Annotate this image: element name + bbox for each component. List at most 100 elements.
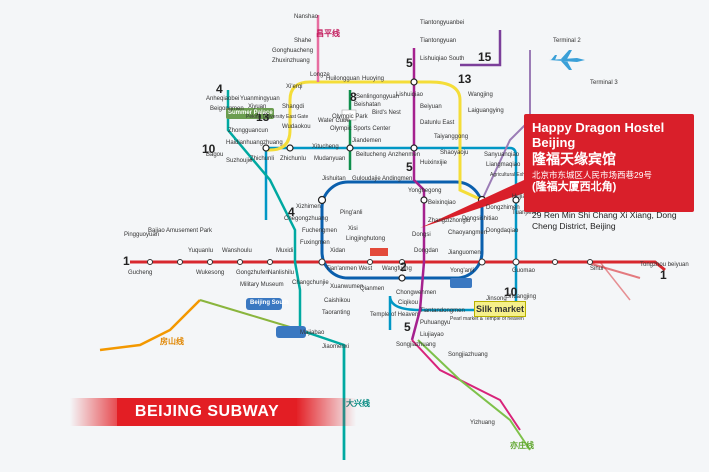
station-taiyanggong: Taiyanggong xyxy=(434,134,469,140)
station-gonghuacheng: Gonghuacheng xyxy=(272,48,314,54)
silk-market-callout: Silk market xyxy=(474,301,526,317)
station-wangjing: Wangjing xyxy=(468,92,493,98)
station-dongsi: Dongsi xyxy=(412,232,431,238)
station-yuanmingyuan: Yuanmingyuan xyxy=(240,96,280,102)
summer-palace-box xyxy=(226,108,274,119)
hostel-address-cn: 北京市东城区人民市场西巷29号 xyxy=(532,170,652,180)
fangshan-line-label: 房山线 xyxy=(160,337,184,346)
station-yonganli: Yong'anli xyxy=(450,268,474,274)
station-guomao: Guomao xyxy=(512,268,536,274)
yizhuang-line-label: 亦庄线 xyxy=(510,441,534,450)
station-wukesong: Wukesong xyxy=(196,270,225,276)
station-beiyuan: Beiyuan xyxy=(420,104,442,110)
station-caishikou: Caishikou xyxy=(324,298,351,304)
station-xidan: Xidan xyxy=(330,248,346,254)
station-zhongguancun: Zhongguancun xyxy=(228,128,269,134)
station-guloudajie: Guloudajie xyxy=(352,176,381,182)
station-military-museum: Military Museum xyxy=(240,282,284,288)
line-13-east xyxy=(330,80,483,202)
station-beishatan: Beishatan xyxy=(354,102,381,108)
line-4-label-north: 4 xyxy=(216,82,223,96)
station-beixinqiao: Beixinqiao xyxy=(428,200,456,206)
station-zhangzizhonglu: Zhangzizhonglu xyxy=(428,218,471,224)
line-15 xyxy=(460,30,502,67)
line-airport xyxy=(481,50,531,201)
station-pinganli: Ping'anli xyxy=(340,210,363,216)
station-lishuiqiao-south: Lishuiqiao South xyxy=(420,56,465,62)
station-dongdaqiao: Dongdaqiao xyxy=(486,228,519,234)
station-senlingongyuan: Senlingongyuan xyxy=(356,94,400,100)
pearl-market-label: Pearl market & Temple of heaven xyxy=(450,316,524,322)
station-xisi: Xisi xyxy=(348,226,358,232)
banner-fade-right xyxy=(296,398,356,426)
beijing-subway-banner: BEIJING SUBWAY xyxy=(117,398,297,426)
station-dongsishitiao: Dongsishitiao xyxy=(462,216,499,222)
station-terminal-2: Terminal 2 xyxy=(553,38,581,44)
line-13-label-west: 13 xyxy=(256,110,270,124)
station-zhuxinzhuang: Zhuxinzhuang xyxy=(272,58,310,64)
olympic-flag xyxy=(341,109,357,121)
station-lingjinghutong: Lingjinghutong xyxy=(346,236,386,242)
station-fuxingmen: Fuxingmen xyxy=(300,240,330,246)
station-wangfujing: Wangfujing xyxy=(382,266,412,272)
station-nanshao: Nanshao xyxy=(294,14,319,20)
station-liujiayao: Liujiayao xyxy=(420,332,444,338)
station-shangdi: Shangdi xyxy=(282,104,305,110)
line-4 xyxy=(226,90,346,460)
station-datunlu: Datunlu East xyxy=(420,120,455,126)
station-longze: Longze xyxy=(310,72,330,78)
hostel-address-cn-2: (隆福大厦西北角) xyxy=(532,181,617,193)
changping-line-label: 昌平线 xyxy=(316,29,340,38)
station-songjiazhuang-2: Songjiazhuang xyxy=(448,352,488,358)
station-lishuiqiao: Lishuiqiao xyxy=(396,92,424,98)
line-15-label: 15 xyxy=(478,50,492,64)
tiananmen-box xyxy=(370,248,388,256)
line-5-label-bottom: 5 xyxy=(404,320,411,334)
station-taoranting: Taoranting xyxy=(322,310,351,316)
hostel-info-box: Happy Dragon Hostel Beijing 隆福天缘宾馆 北京市东城… xyxy=(524,114,694,212)
line-yizhuang-green xyxy=(417,339,531,451)
station-suzhoujie: Suzhoujie xyxy=(226,158,253,164)
station-water-cube: Water Cube xyxy=(318,118,350,124)
station-ciqikou: Ciqikou xyxy=(398,300,419,306)
station-chongwenmen: Chongwenmen xyxy=(396,290,437,296)
line-5 xyxy=(410,48,426,341)
station-birds-nest: Bird's Nest xyxy=(372,110,401,116)
station-jiandemen: Jiandemen xyxy=(352,138,382,144)
station-agricultural: Agricultural Exhibition Center xyxy=(490,172,555,178)
line-1-label-east: 1 xyxy=(660,268,667,282)
line-5-label-top: 5 xyxy=(406,56,413,70)
xidan-box xyxy=(276,326,306,338)
summer-palace-label: Summer Palace xyxy=(228,110,273,116)
station-chegongzhuang: Chegongzhuang xyxy=(284,216,329,222)
station-sihui: Sihui xyxy=(590,266,604,272)
station-nanlishilu: Nanlishilu xyxy=(268,270,295,276)
station-bajiao: Bajiao Amusement Park xyxy=(148,228,213,234)
station-jiaomenxi: Jiaomenxi xyxy=(322,344,350,350)
station-songjiazhuang: Songjiazhuang xyxy=(396,342,436,348)
station-huoying: Huoying xyxy=(362,76,385,82)
station-wanshoulu: Wanshoulu xyxy=(222,248,252,254)
station-jinsong: Jinsong xyxy=(486,296,507,302)
line-13-label-east: 13 xyxy=(458,72,472,86)
station-bagou: Bagou xyxy=(206,152,224,158)
station-laiguangying: Laiguangying xyxy=(468,108,504,114)
station-olympic-sports-center: Olympic Sports Center xyxy=(330,126,391,132)
station-zhichunlu: Zhichunlu xyxy=(280,156,307,162)
station-tongzhou-beiyuan: Tongzhou beiyuan xyxy=(640,262,689,268)
station-qianmen: Qianmen xyxy=(360,286,385,292)
station-gucheng: Gucheng xyxy=(128,270,153,276)
line-4-label-center: 4 xyxy=(288,205,295,219)
station-dongzhimen: Dongzhimen xyxy=(486,205,520,211)
line-2-label: 2 xyxy=(400,260,407,274)
station-xiyuan: Xiyuan xyxy=(248,104,267,110)
hostel-pointer xyxy=(420,180,540,228)
station-beitucheng: Beitucheng xyxy=(356,152,387,158)
station-xuanwumen: Xuanwumen xyxy=(330,284,364,290)
line-10-label-east: 10 xyxy=(504,285,518,299)
station-fuchengmen: Fuchengmen xyxy=(302,228,338,234)
station-andingmen: Andingmen xyxy=(382,176,413,182)
station-jianguomen: Jianguomen xyxy=(448,250,481,256)
interchange-stations xyxy=(262,78,520,282)
